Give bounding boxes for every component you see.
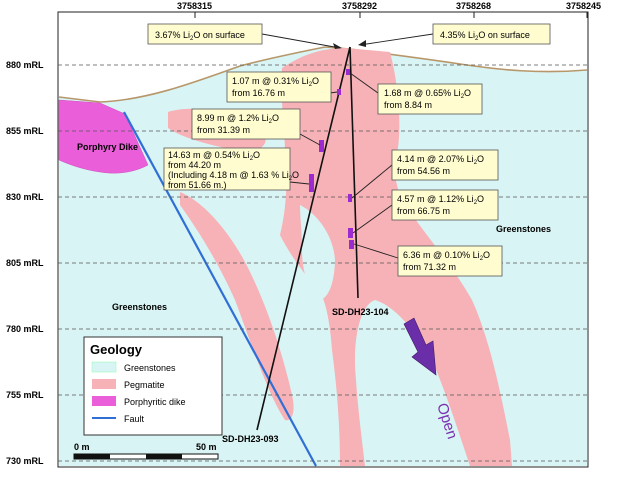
drillhole-104-trace — [349, 46, 359, 299]
elevation-label: 880 mRL — [6, 60, 44, 70]
intercept-callout-text: 1.07 m @ 0.31% Li2O from 16.76 m — [232, 76, 322, 98]
callout-leaders — [261, 33, 434, 259]
scale-bar-right-label: 50 m — [196, 442, 217, 452]
elevation-label: 830 mRL — [6, 192, 44, 202]
legend-swatch-porphyritic-dike — [92, 396, 116, 406]
intercept-callout-text: 1.68 m @ 0.65% Li2O from 8.84 m — [384, 88, 474, 110]
elevation-label: 805 mRL — [6, 258, 44, 268]
legend-label: Pegmatite — [124, 380, 165, 390]
surface-callout-text: 3.67% Li2O on surface — [155, 30, 245, 42]
legend-swatch-greenstones — [91, 361, 117, 373]
easting-label: 3758268 — [456, 1, 491, 11]
open-direction-arrow-icon — [403, 317, 437, 376]
pegmatite-lens-lower — [180, 192, 294, 421]
legend-label: Greenstones — [124, 363, 176, 373]
intercept-callout-text: 4.14 m @ 2.07% Li2O from 54.56 m — [397, 154, 487, 176]
elevation-label: 855 mRL — [6, 126, 44, 136]
intercept-callout-box — [163, 147, 291, 191]
intercept-markers — [309, 69, 354, 249]
drillhole-104-label: SD-DH23-104 — [332, 307, 389, 317]
fault-line — [123, 111, 317, 467]
legend: Geology Greenstones Pegmatite Porphyriti… — [83, 336, 223, 436]
intercept-callout-box — [391, 149, 499, 181]
easting-label: 3758245 — [566, 1, 601, 11]
intercept-callout-box — [191, 108, 301, 140]
porphyry-dike — [58, 99, 149, 174]
callout-arrowhead — [333, 43, 342, 49]
intercept-callout-text: 8.99 m @ 1.2% Li2O from 31.39 m — [197, 113, 282, 135]
porphyry-dike-label: Porphyry Dike — [77, 142, 138, 152]
callout-arrowhead — [358, 40, 366, 47]
greenstones-inlier — [300, 205, 335, 300]
elevation-label: 780 mRL — [6, 324, 44, 334]
intercept-callout-box — [397, 245, 503, 277]
easting-axis: 3758315 3758292 3758268 3758245 — [177, 1, 601, 18]
intercept-callout-box — [377, 83, 483, 115]
legend-label: Porphyritic dike — [124, 397, 186, 407]
topographic-surface — [58, 46, 588, 103]
intercept-callout-text: 14.63 m @ 0.54% Li2O from 44.20 m (Inclu… — [168, 150, 302, 190]
scale-bar-left-label: 0 m — [74, 442, 90, 452]
surface-callout-box — [147, 23, 263, 45]
scale-bar: 0 m 50 m — [73, 442, 219, 460]
greenstones-label-right: Greenstones — [496, 224, 551, 234]
intercept-callout-box — [391, 189, 499, 221]
greenstones-label-left: Greenstones — [112, 302, 167, 312]
intercept-callout-text: 4.57 m @ 1.12% Li2O from 66.75 m — [397, 194, 487, 216]
elevation-labels: 880 mRL 855 mRL 830 mRL 805 mRL 780 mRL … — [6, 60, 44, 466]
legend-label: Fault — [124, 414, 145, 424]
drillhole-093-label: SD-DH23-093 — [222, 434, 279, 444]
legend-swatch-pegmatite — [92, 379, 116, 389]
surface-callout-box — [432, 23, 551, 45]
elevation-label: 755 mRL — [6, 390, 44, 400]
easting-label: 3758315 — [177, 1, 212, 11]
elevation-label: 730 mRL — [6, 456, 44, 466]
drillhole-093-trace — [256, 46, 351, 431]
easting-label: 3758292 — [342, 1, 377, 11]
surface-callout-text: 4.35% Li2O on surface — [440, 30, 530, 42]
intercept-callout-box — [226, 71, 332, 103]
legend-title: Geology — [90, 342, 143, 357]
intercept-callout-text: 6.36 m @ 0.10% Li2O from 71.32 m — [403, 250, 493, 272]
